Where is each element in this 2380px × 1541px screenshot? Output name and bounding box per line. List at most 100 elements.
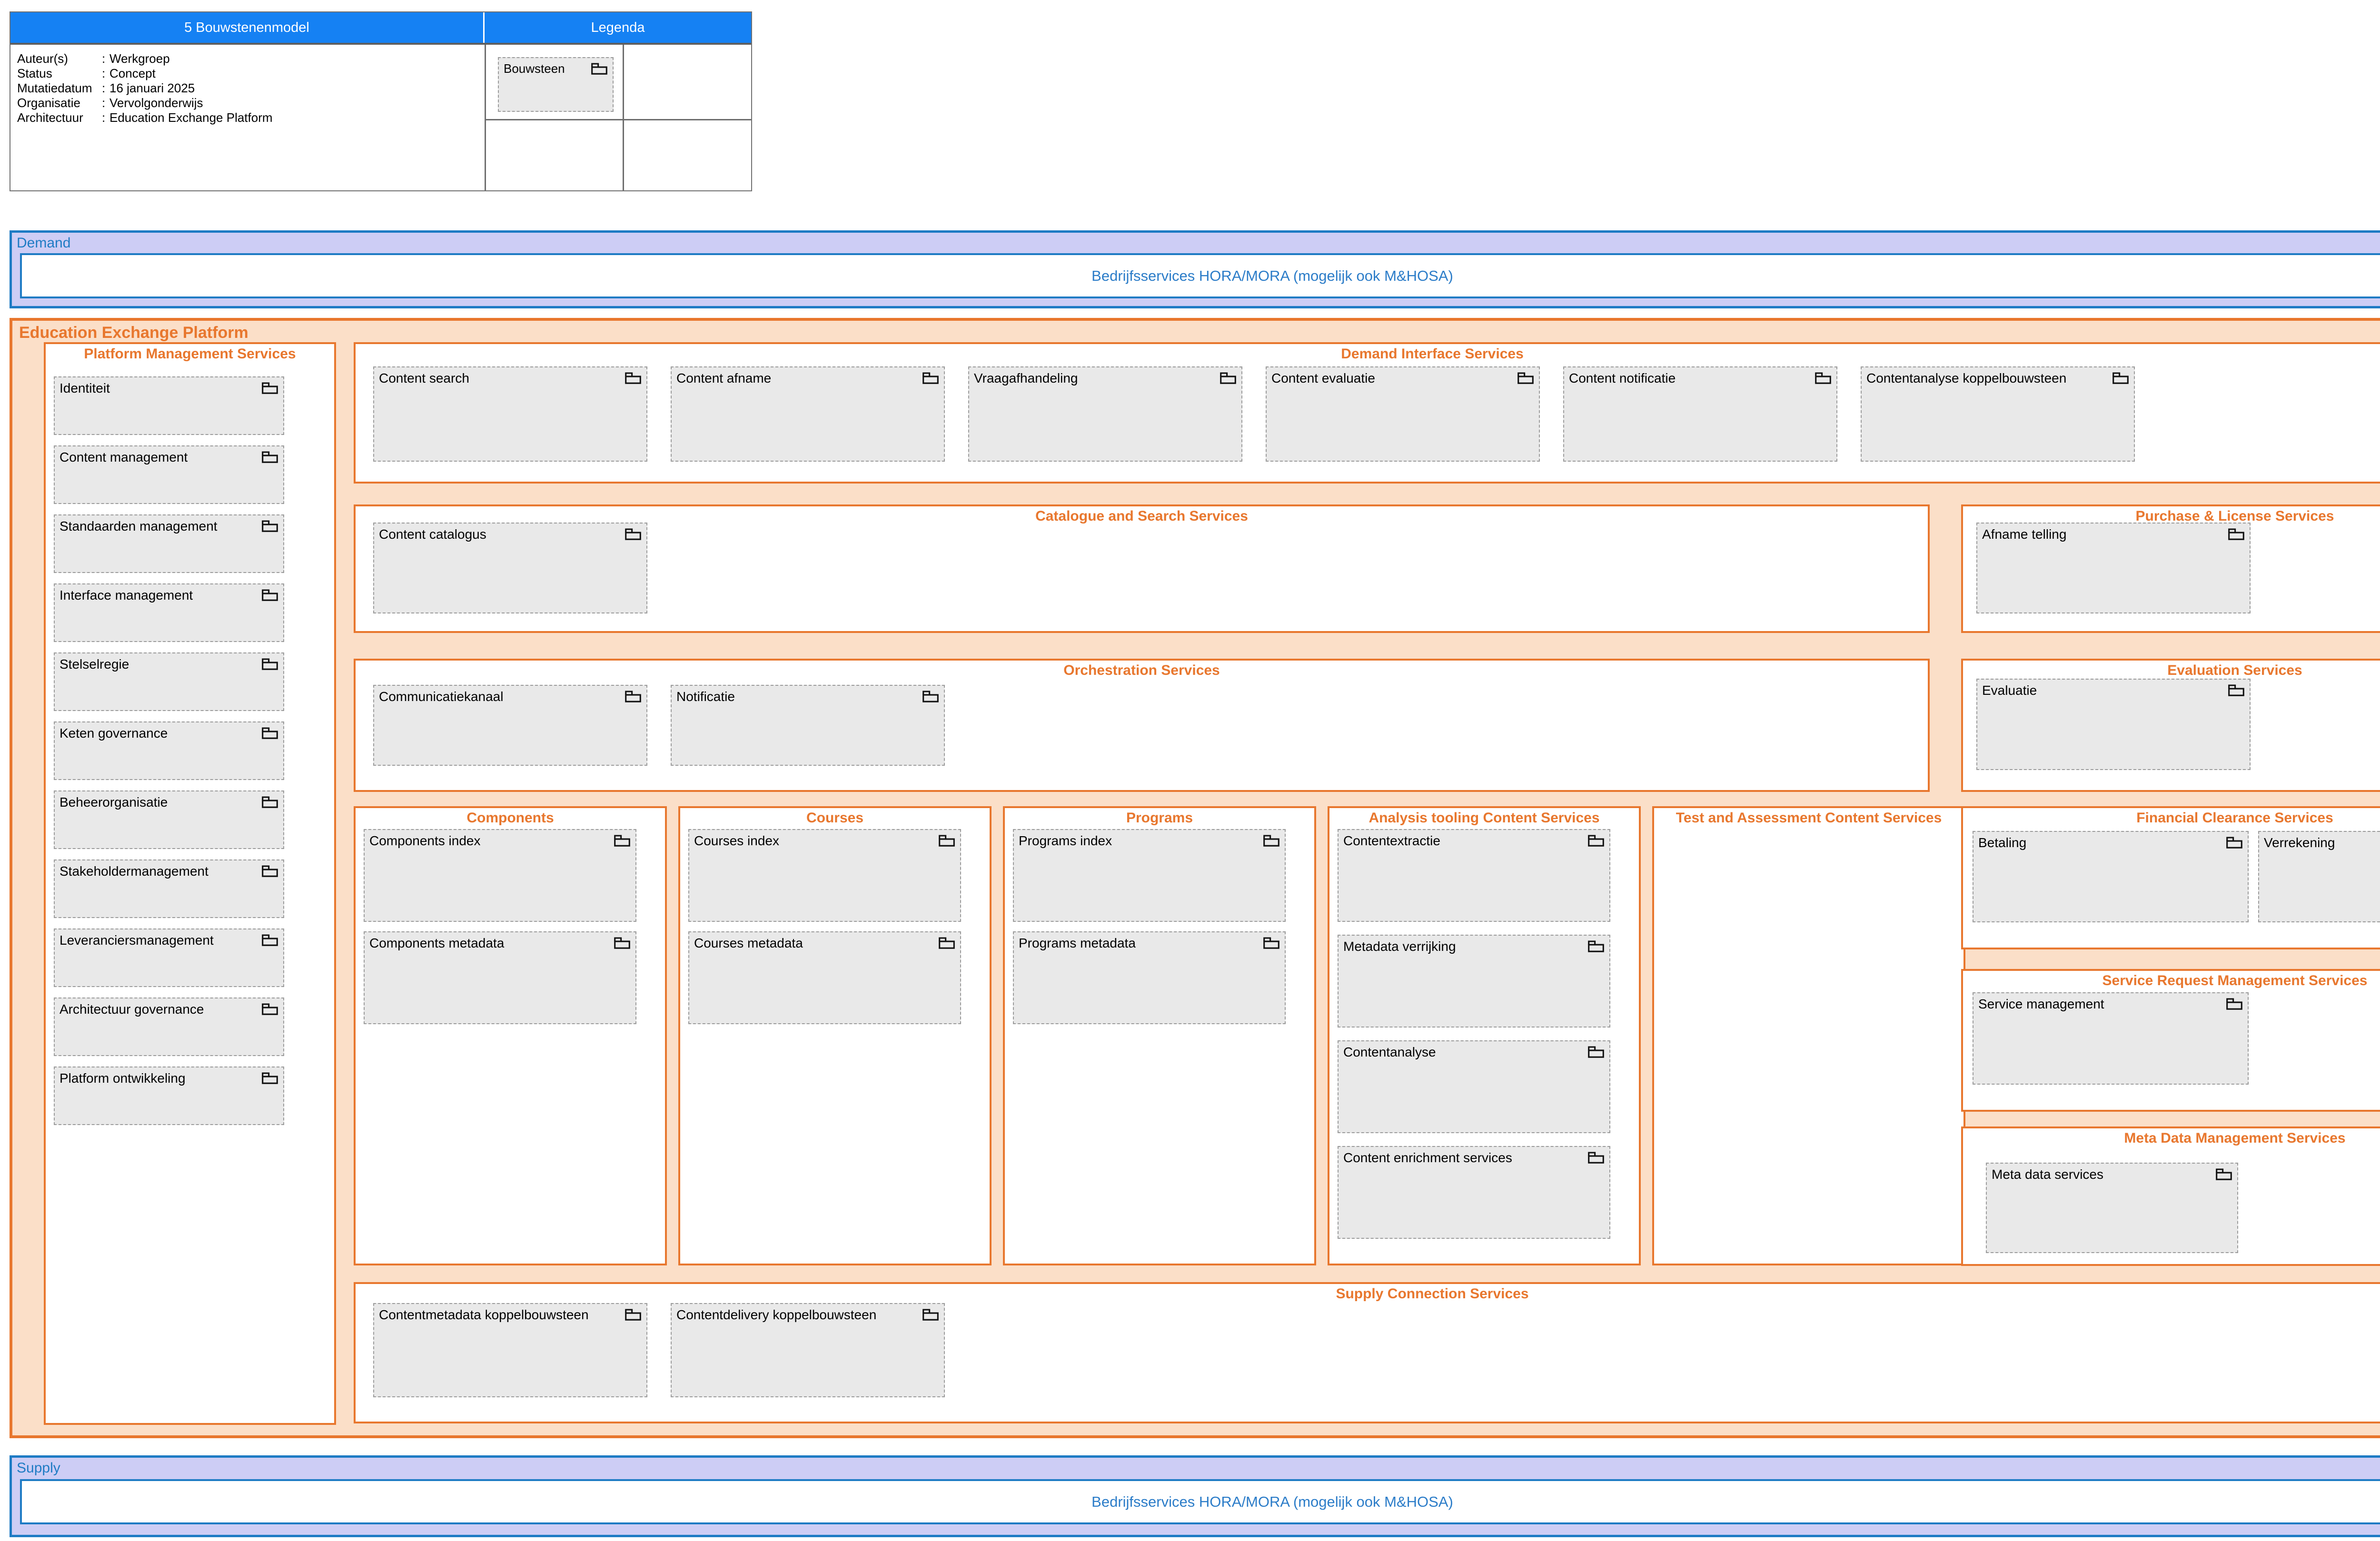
component-icon (921, 689, 940, 703)
bouwsteen-courses-index: Courses index (688, 829, 961, 922)
bouwsteen-content-evaluatie: Content evaluatie (1266, 366, 1540, 462)
bouwsteen-content-catalogus: Content catalogus (373, 523, 647, 613)
meta-row-mutatiedatum: Mutatiedatum:16 januari 2025 (17, 81, 478, 96)
panel-title: 5 Bouwstenenmodel (10, 12, 485, 43)
bouwsteen-label: Communicatiekanaal (379, 689, 504, 704)
bouwsteen-label: Content search (379, 371, 469, 385)
component-icon (260, 657, 279, 671)
component-icon (260, 864, 279, 878)
group-test-and-assessment-content-services: Test and Assessment Content Services (1652, 806, 1965, 1265)
component-icon (1516, 371, 1535, 385)
bouwsteen-label: Content management (60, 450, 188, 464)
component-icon (2214, 1167, 2233, 1181)
meta-panel: 5 Bouwstenenmodel Legenda Auteur(s):Werk… (10, 11, 752, 191)
eep-label: Education Exchange Platform (19, 324, 248, 342)
group-title: Evaluation Services (2167, 662, 2302, 678)
meta-value: Concept (109, 66, 156, 80)
bouwsteen-label: Verrekening (2264, 835, 2335, 850)
bouwsteen-content-afname: Content afname (671, 366, 945, 462)
group-title: Programs (1126, 810, 1193, 826)
bouwsteen-label: Meta data services (1992, 1167, 2103, 1182)
education-exchange-platform: Education Exchange Platform Platform Man… (10, 318, 2380, 1438)
bouwsteen-label: Metadata verrijking (1343, 939, 1456, 954)
group-title: Financial Clearance Services (2136, 810, 2333, 826)
bouwsteen-label: Architectuur governance (60, 1002, 204, 1017)
meta-colon: : (102, 96, 106, 110)
meta-row-organisatie: Organisatie:Vervolgonderwijs (17, 96, 478, 110)
bouwsteen-contentanalyse: Contentanalyse (1338, 1040, 1610, 1133)
group-title: Supply Connection Services (1336, 1286, 1529, 1302)
component-icon (1814, 371, 1833, 385)
component-icon (260, 726, 279, 740)
group-title: Purchase & License Services (2135, 508, 2334, 524)
bouwsteen-evaluatie: Evaluatie (1976, 679, 2251, 770)
group-title: Components (466, 810, 554, 826)
component-icon (624, 371, 643, 385)
legend-area: Bouwsteen (485, 45, 751, 190)
component-icon (260, 381, 279, 395)
meta-colon: : (102, 51, 106, 66)
meta-label: Mutatiedatum (17, 81, 92, 95)
component-icon (2227, 683, 2246, 697)
bouwsteen-platform-ontwikkeling: Platform ontwikkeling (54, 1067, 284, 1125)
bouwsteen-label: Afname telling (1982, 527, 2067, 542)
bouwsteen-interface-management: Interface management (54, 583, 284, 642)
bouwsteen-keten-governance: Keten governance (54, 721, 284, 780)
meta-label: Status (17, 66, 52, 80)
bouwsteen-components-index: Components index (364, 829, 636, 922)
bouwsteen-label: Programs index (1019, 833, 1112, 848)
bouwsteen-leveranciersmanagement: Leveranciersmanagement (54, 929, 284, 987)
component-icon (2225, 835, 2244, 850)
group-title: Demand Interface Services (1341, 346, 1524, 362)
bouwsteen-afname-telling: Afname telling (1976, 523, 2251, 613)
supply-band: Supply Bedrijfsservices HORA/MORA (mogel… (10, 1455, 2380, 1537)
legend-bouwsteen-label: Bouwsteen (504, 61, 565, 76)
bouwsteen-contentdelivery-koppelbouwsteen: Contentdelivery koppelbouwsteen (671, 1303, 945, 1397)
panel-divider (10, 43, 751, 45)
bouwsteen-stelselregie: Stelselregie (54, 652, 284, 711)
component-icon (260, 450, 279, 464)
meta-row-auteurs: Auteur(s):Werkgroep (17, 51, 478, 66)
bouwsteen-label: Identiteit (60, 381, 110, 395)
supply-service-label: Bedrijfsservices HORA/MORA (mogelijk ook… (1091, 1493, 1453, 1510)
group-supply-connection-services: Supply Connection Services Contentmetada… (354, 1282, 2380, 1423)
component-icon (624, 1307, 643, 1322)
legend-divider-horizontal (486, 119, 751, 120)
bouwsteen-label: Courses index (694, 833, 779, 848)
group-platform-management-services: Platform Management Services Identiteit … (44, 342, 336, 1425)
legend-divider-vertical (623, 45, 624, 190)
group-analysis-tooling-content-services: Analysis tooling Content Services Conten… (1328, 806, 1641, 1265)
bouwsteen-content-enrichment-services: Content enrichment services (1338, 1146, 1610, 1239)
component-icon (1587, 1045, 1606, 1059)
group-meta-data-management-services: Meta Data Management Services Meta data … (1961, 1126, 2380, 1266)
bouwsteen-content-search: Content search (373, 366, 647, 462)
bouwsteen-architectuur-governance: Architectuur governance (54, 998, 284, 1056)
component-icon (921, 371, 940, 385)
bouwsteen-contentanalyse-koppelbouwsteen: Contentanalyse koppelbouwsteen (1861, 366, 2135, 462)
bouwsteen-label: Contentdelivery koppelbouwsteen (676, 1307, 877, 1322)
bouwsteen-label: Content afname (676, 371, 772, 385)
component-icon (1587, 939, 1606, 953)
component-icon (2225, 997, 2244, 1011)
bouwsteen-courses-metadata: Courses metadata (688, 931, 961, 1024)
meta-value: Werkgroep (109, 51, 170, 66)
bouwsteen-label: Platform ontwikkeling (60, 1071, 186, 1086)
component-icon (1587, 1150, 1606, 1165)
bouwsteen-notificatie: Notificatie (671, 685, 945, 766)
component-icon (624, 689, 643, 703)
group-purchase-license-services: Purchase & License Services Afname telli… (1961, 504, 2380, 633)
bouwsteen-label: Stelselregie (60, 657, 129, 672)
bouwsteen-label: Content catalogus (379, 527, 486, 542)
bouwsteen-label: Content evaluatie (1271, 371, 1375, 385)
group-programs: Programs Programs index Programs metadat… (1003, 806, 1316, 1265)
bouwsteen-label: Interface management (60, 588, 193, 603)
group-title: Service Request Management Services (2102, 973, 2368, 988)
bouwsteen-label: Standaarden management (60, 519, 218, 533)
group-evaluation-services: Evaluation Services Evaluatie (1961, 659, 2380, 792)
component-icon (613, 833, 632, 848)
bouwsteen-programs-metadata: Programs metadata (1013, 931, 1286, 1024)
component-icon (260, 795, 279, 809)
component-icon (1587, 833, 1606, 848)
demand-label: Demand (17, 235, 71, 251)
